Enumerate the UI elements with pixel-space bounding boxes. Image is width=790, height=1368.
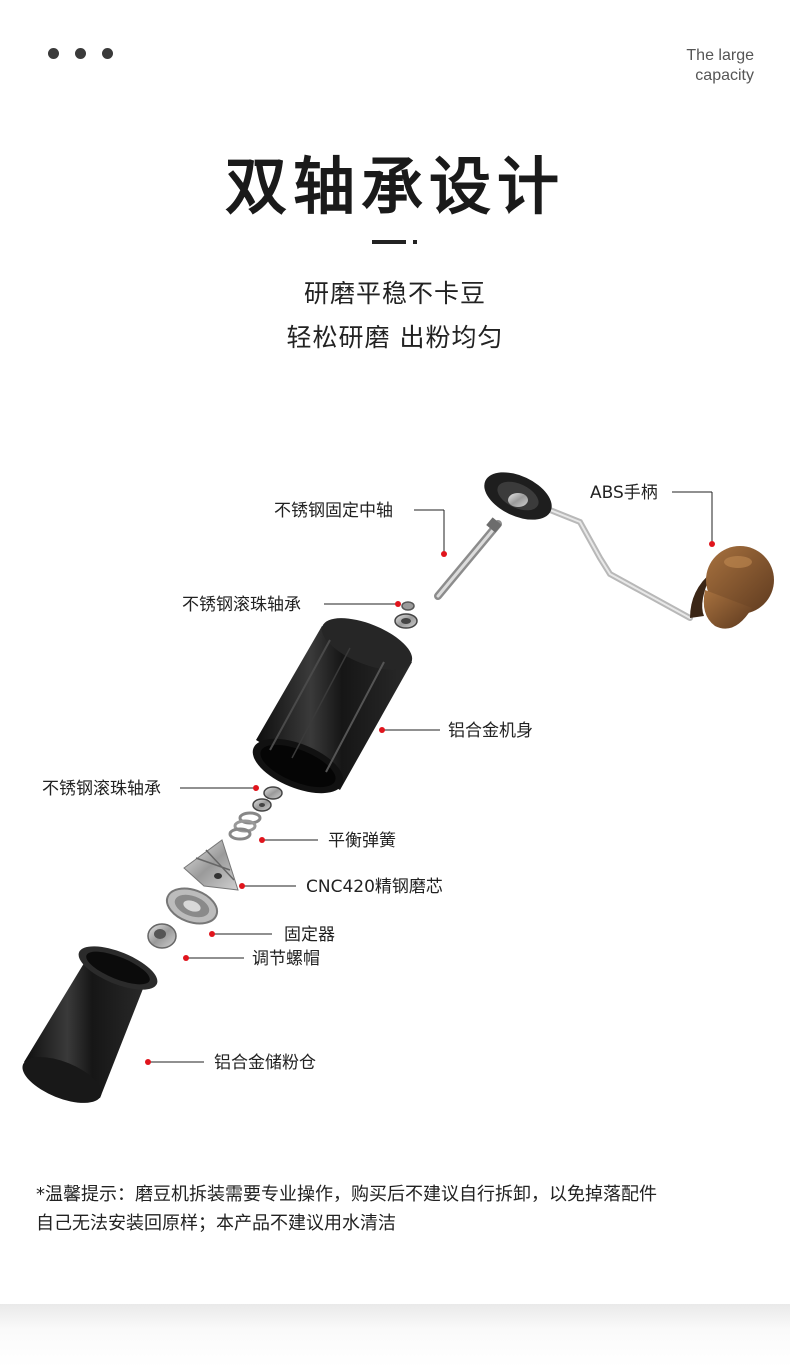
label-bottom-bearing: 不锈钢滚珠轴承 (42, 779, 161, 799)
top-bearing (394, 601, 418, 629)
burr-ring (165, 887, 219, 925)
label-fixer: 固定器 (284, 925, 335, 945)
label-steel-shaft: 不锈钢固定中轴 (274, 501, 393, 521)
crank-handle (484, 472, 693, 621)
tagline-line-1: The large (686, 47, 754, 64)
tagline: The large capacity (686, 46, 754, 86)
wood-knob (690, 546, 774, 629)
label-aluminum-body: 铝合金机身 (448, 721, 533, 741)
fixer (147, 923, 177, 949)
label-spring: 平衡弹簧 (328, 831, 396, 851)
dot-1 (48, 48, 59, 59)
spring (228, 811, 262, 841)
grinder-illustration (22, 472, 774, 1103)
tagline-line-2: capacity (695, 67, 754, 84)
leader-lines (145, 491, 715, 1065)
footer-band (0, 1304, 790, 1368)
central-shaft (434, 517, 502, 600)
subtitle-1: 研磨平稳不卡豆 (303, 279, 486, 308)
conical-burr (183, 839, 239, 891)
dot-2 (75, 48, 86, 59)
label-top-bearing: 不锈钢滚珠轴承 (182, 595, 301, 615)
label-powder-cup: 铝合金储粉仓 (214, 1053, 316, 1073)
note-line-1: *温馨提示：磨豆机拆装需要专业操作，购买后不建议自行拆卸，以免掉落配件 (36, 1184, 657, 1205)
aluminum-body (252, 618, 413, 794)
label-adjust-nut: 调节螺帽 (252, 949, 320, 969)
exploded-view-diagram: ABS手柄 不锈钢固定中轴 不锈钢滚珠轴承 铝合金机身 不锈钢滚珠轴承 平衡弹簧… (0, 440, 790, 1120)
page-title: 双轴承设计 (224, 150, 565, 223)
label-burr: CNC420精钢磨芯 (306, 877, 443, 897)
title-underline (372, 240, 406, 244)
warning-note: *温馨提示：磨豆机拆装需要专业操作，购买后不建议自行拆卸，以免掉落配件 自己无法… (36, 1180, 766, 1238)
dot-3 (102, 48, 113, 59)
menu-dots[interactable] (48, 48, 113, 59)
lower-bearing (252, 786, 283, 812)
note-line-2: 自己无法安装回原样；本产品不建议用水清洁 (36, 1213, 396, 1234)
subtitle-2: 轻松研磨 出粉均匀 (286, 323, 504, 352)
title-underline-dot (413, 240, 417, 244)
powder-cup (22, 946, 158, 1103)
label-abs-handle: ABS手柄 (590, 483, 658, 503)
